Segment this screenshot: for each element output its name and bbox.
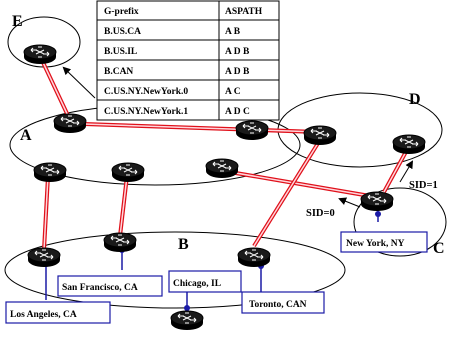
city-label-new-york: New York, NY (346, 239, 405, 249)
table-cell-prefix: C.US.NY.NewYork.1 (104, 107, 188, 117)
city-box-new-york: New York, NY (340, 231, 428, 253)
router-a1 (53, 113, 87, 134)
router-a2 (33, 162, 67, 183)
as-b-ring (4, 231, 346, 309)
city-label-toronto: Toronto, CAN (249, 300, 307, 310)
table-pointer-arrow (62, 66, 96, 99)
sid1-arrow (399, 160, 414, 183)
as-label-b: B (178, 236, 189, 253)
links (38, 55, 410, 251)
router-d1 (235, 120, 269, 141)
table-cell-prefix: B.US.CA (104, 27, 141, 37)
access-links (45, 210, 379, 312)
city-label-chicago: Chicago, IL (173, 279, 221, 289)
as-c-ring (353, 187, 447, 257)
table-cell-aspath: A D B (225, 47, 250, 57)
city-label-los-angeles: Los Angeles, CA (10, 310, 77, 320)
as-label-e: E (12, 13, 23, 30)
router-b4 (170, 310, 204, 331)
link-a-d (83, 122, 319, 134)
city-box-los-angeles: Los Angeles, CA (5, 301, 111, 324)
city-box-san-francisco: San Francisco, CA (57, 275, 163, 297)
router-d2 (303, 125, 337, 146)
table-cell-prefix: B.CAN (104, 67, 133, 77)
router-d3 (392, 134, 426, 155)
link-a-c (223, 169, 371, 198)
table-header-prefix: G-prefix (104, 7, 139, 17)
table-header-aspath: ASPATH (225, 7, 263, 17)
link-d-c (382, 147, 410, 193)
router-b3 (237, 247, 271, 268)
link-a-b-west (42, 175, 50, 251)
table-cell-aspath: A D C (225, 107, 250, 117)
sid0-arrow (338, 197, 361, 208)
table-cell-prefix: B.US.IL (104, 47, 137, 57)
router-e (23, 44, 57, 65)
table-cell-prefix: C.US.NY.NewYork.0 (104, 87, 188, 97)
table-cell-aspath: A D B (225, 67, 250, 77)
sid1-label: SID=1 (409, 180, 438, 191)
router-b1 (27, 247, 61, 268)
link-d-b (252, 138, 322, 248)
city-label-san-francisco: San Francisco, CA (62, 283, 138, 293)
router-a3 (111, 162, 145, 183)
link-e-a (38, 55, 72, 121)
routing-table: G-prefix ASPATH B.US.CA A B B.US.IL A D … (96, 0, 280, 121)
as-label-c: C (433, 240, 445, 257)
table-cell-aspath: A C (225, 87, 241, 97)
as-label-a: A (20, 127, 32, 144)
city-box-toronto: Toronto, CAN (241, 291, 325, 314)
sid0-label: SID=0 (306, 208, 335, 219)
router-b2 (103, 232, 137, 253)
table-cell-aspath: A B (225, 27, 241, 37)
router-c (360, 191, 394, 212)
city-box-chicago: Chicago, IL (168, 270, 242, 293)
as-label-d: D (409, 91, 421, 108)
link-a-b-center (118, 175, 129, 237)
router-a4 (205, 158, 239, 179)
